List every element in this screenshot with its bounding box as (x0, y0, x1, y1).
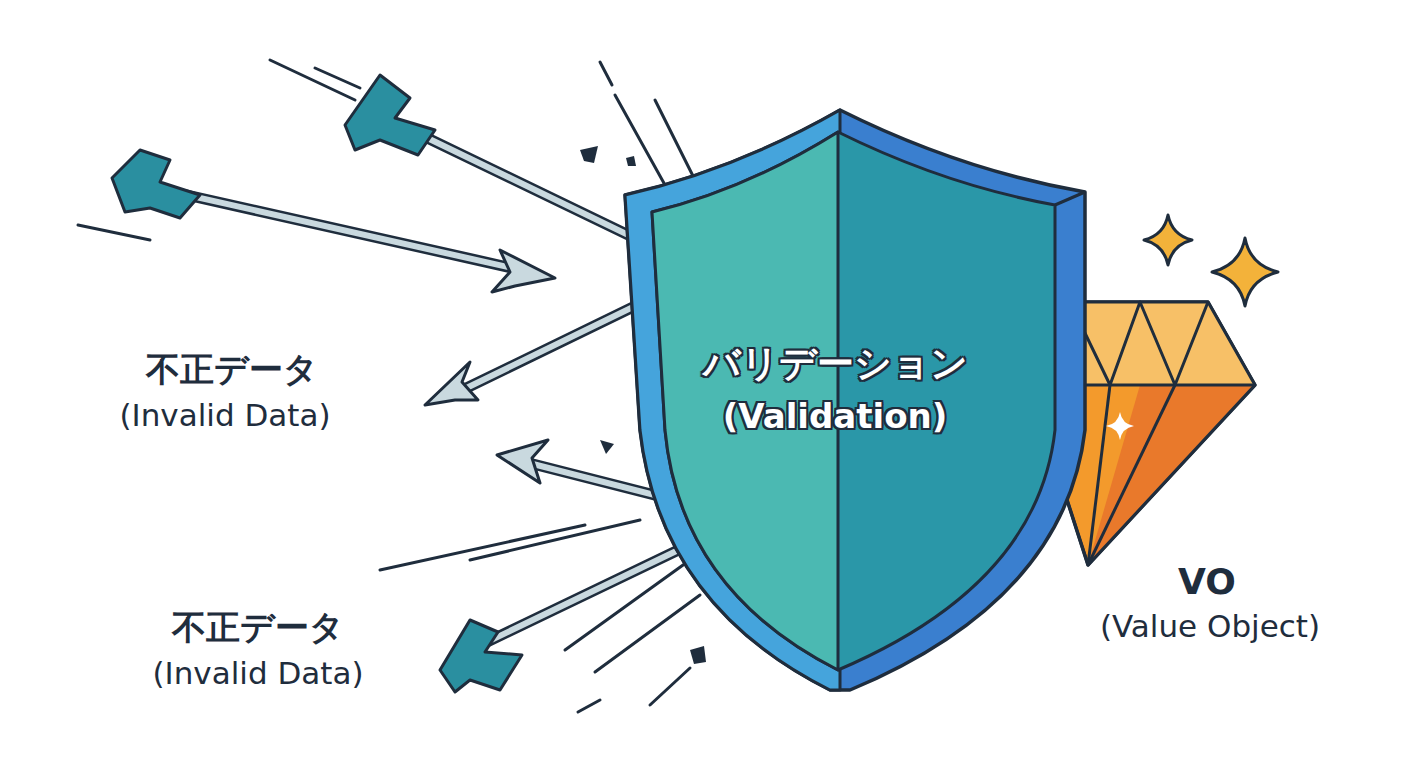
node-text: (Value Object) (1100, 609, 1320, 645)
node-text: (Validation) (723, 397, 948, 436)
invalid-data-label: 不正データ (172, 608, 344, 647)
invalid-data-label: (Invalid Data) (152, 656, 363, 692)
validation-shield: バリデーション (Validation) (620, 105, 1090, 695)
invalid-data-label: (Invalid Data) (119, 398, 330, 434)
node-text: バリデーション (703, 343, 968, 386)
invalid-data-label: 不正データ (146, 350, 318, 389)
node-text: VO (1178, 561, 1236, 602)
